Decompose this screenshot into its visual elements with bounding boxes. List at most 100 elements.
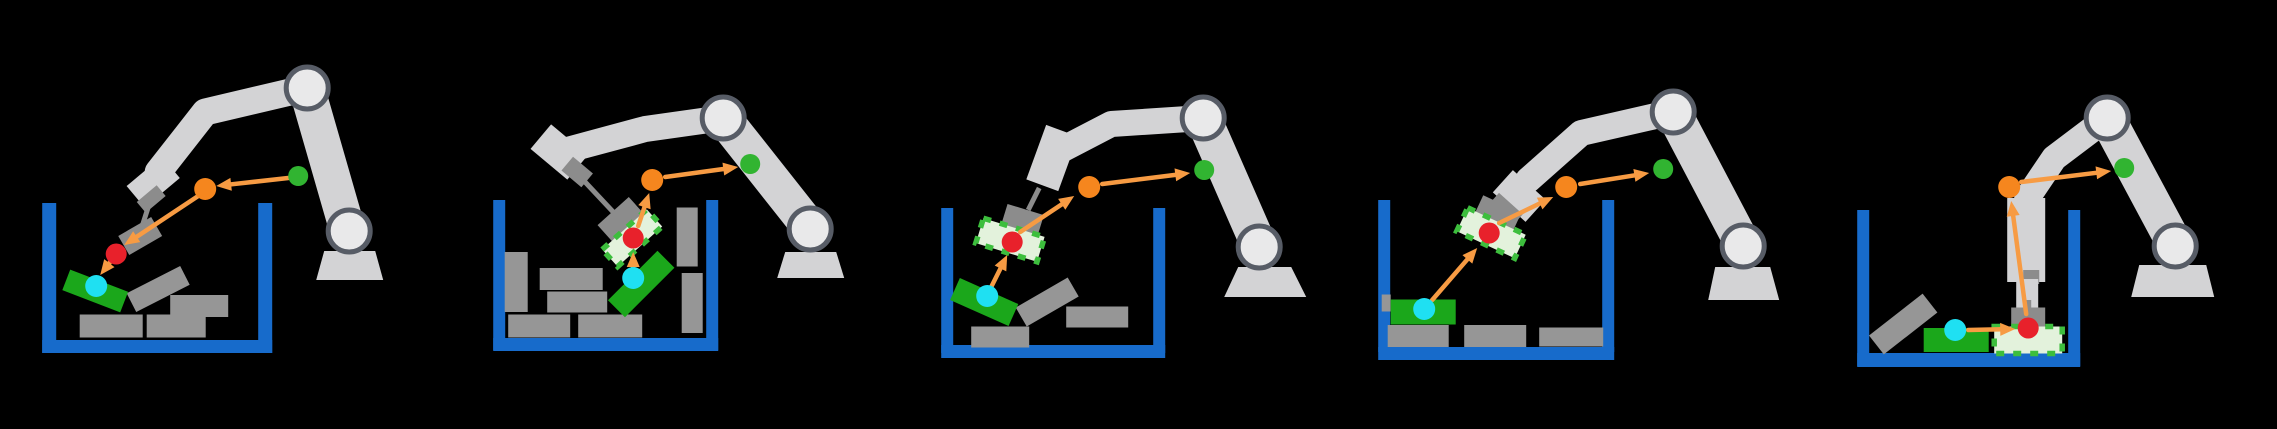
clutter-block: [126, 266, 190, 312]
gripper-body: [597, 197, 646, 243]
robot-wrist-flange: [126, 156, 180, 208]
trajectory-arrow-head: [100, 259, 115, 275]
trajectory-arrow: [988, 255, 1008, 290]
trajectory-arrow-shaft: [663, 166, 728, 180]
trajectory-arrow: [2018, 166, 2111, 185]
trajectory-arrow: [1099, 168, 1191, 187]
clutter-block: [505, 252, 529, 312]
waypoint-end: [1653, 159, 1674, 179]
bin-right-wall: [1602, 200, 1615, 352]
grasp-point: [1413, 298, 1436, 320]
trajectory-arrow: [2006, 201, 2029, 317]
panel-2-canvas: [493, 94, 845, 351]
bin-right-wall: [1153, 208, 1166, 353]
trajectory-arrow: [636, 193, 652, 229]
figure-panel-3: [911, 0, 1366, 429]
panel-5-canvas: [1856, 94, 2214, 367]
trajectory-arrow-head: [1537, 197, 1554, 210]
waypoint-mid: [1997, 176, 2020, 198]
robot-elbow-joint: [700, 94, 748, 142]
robot-pedestal: [2130, 265, 2214, 297]
clutter-block: [547, 291, 608, 313]
trajectory-arrow-head: [2006, 201, 2020, 217]
clutter-block: [540, 268, 604, 290]
panel-4-canvas: [1378, 88, 1780, 360]
trajectory-arrow-shaft: [1099, 172, 1180, 187]
trajectory-arrow-shaft: [1497, 200, 1544, 226]
trajectory-arrow-head: [2095, 166, 2111, 180]
figure-panel-2: [455, 0, 910, 429]
clutter-block: [1015, 277, 1079, 327]
trajectory-arrow-head: [638, 193, 652, 210]
clutter-block: [1868, 293, 1938, 355]
trajectory-arrow-shaft: [2018, 170, 2101, 185]
bin-left-wall: [493, 200, 506, 350]
trajectory-arrow: [216, 175, 291, 191]
trajectory-arrow-head: [1462, 248, 1478, 264]
bin-left-wall: [42, 203, 57, 353]
panel-3-canvas: [941, 94, 1307, 358]
trajectory-arrow-shaft: [1965, 327, 2005, 333]
robot-pedestal: [1224, 267, 1307, 297]
trajectory-arrow-head: [1174, 168, 1191, 182]
waypoint-start: [288, 166, 309, 186]
bin-right-wall: [706, 200, 719, 350]
figure-panel-5: [1822, 0, 2277, 429]
robot-pedestal: [316, 251, 384, 280]
trajectory-arrow-shaft: [1017, 200, 1066, 235]
clutter-block: [1464, 325, 1527, 347]
gripper-body: [1473, 195, 1522, 235]
waypoint-mid: [1555, 176, 1578, 198]
clutter-block: [1066, 306, 1129, 328]
clutter-block: [578, 314, 643, 338]
robot-pedestal: [1708, 267, 1780, 300]
trajectory-arrow-shaft: [1578, 172, 1639, 187]
bin-left-wall: [941, 208, 954, 353]
grasp-point: [976, 285, 999, 307]
clutter-block: [1387, 325, 1449, 347]
bin-left-wall: [1378, 200, 1391, 352]
bin-right-wall: [258, 203, 273, 353]
object-center: [2017, 317, 2039, 339]
gripper-rod: [1025, 186, 1042, 212]
trajectory-arrow: [1497, 197, 1554, 226]
clutter-block: [146, 314, 206, 338]
trajectory-arrow-head: [994, 255, 1008, 272]
bin-bottom: [42, 340, 273, 353]
trajectory-arrow-head: [627, 252, 641, 267]
clutter-block: [79, 314, 143, 338]
robot-upper-arm: [2088, 100, 2193, 263]
clutter-block: [508, 314, 571, 338]
trajectory-arrow-head: [216, 177, 232, 191]
trajectory-arrow-shaft: [988, 264, 1004, 290]
clutter-block: [170, 295, 229, 317]
trajectory-arrow: [1965, 322, 2015, 336]
object-center: [1001, 231, 1023, 253]
waypoint-pregrasp: [105, 243, 127, 265]
trajectory-arrow-head: [124, 231, 141, 245]
clutter-block: [1539, 327, 1604, 347]
bin-right-wall: [2067, 210, 2080, 366]
trajectory-arrow: [1578, 168, 1650, 187]
trajectory-arrow: [663, 162, 739, 180]
gripper-rod: [581, 178, 616, 214]
waypoint-mid: [641, 169, 664, 191]
robot-forearm: [144, 74, 321, 186]
trajectory-arrow: [1430, 248, 1478, 303]
trajectory-arrow-head: [1633, 168, 1650, 182]
clutter-block: [1381, 294, 1391, 312]
robot-elbow-joint: [2083, 94, 2131, 142]
robot-wrist-flange: [1026, 124, 1078, 192]
robot-pedestal: [777, 252, 845, 278]
trajectory-arrow: [124, 193, 201, 245]
clutter-block: [971, 326, 1030, 348]
figure-panel-1: [0, 0, 455, 429]
waypoint-end: [2113, 158, 2134, 178]
robot-elbow-joint: [1649, 88, 1697, 136]
robot-shoulder-joint: [1235, 223, 1283, 271]
waypoint-end: [740, 154, 761, 174]
grasp-point: [85, 275, 108, 297]
trajectory-arrow-shaft: [1430, 255, 1472, 303]
trajectory-arrow: [1017, 196, 1075, 235]
